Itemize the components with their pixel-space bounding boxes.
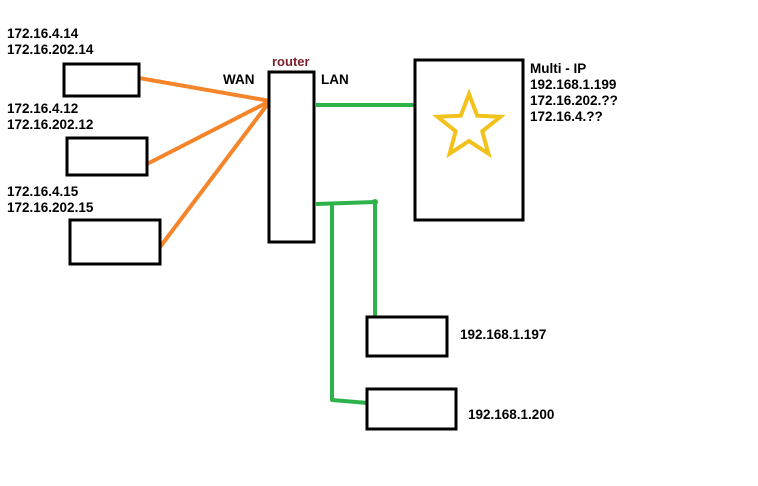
wan-host-box-3 xyxy=(68,218,162,266)
lan-link-bus xyxy=(315,200,377,318)
lan-host-box-197 xyxy=(365,315,449,358)
wan-link-3 xyxy=(158,99,272,249)
wan-host-box-2 xyxy=(65,136,149,177)
lan-link-host-200 xyxy=(330,204,369,405)
lan-host-200-ip: 192.168.1.200 xyxy=(468,407,555,422)
wan-host-box-1 xyxy=(62,62,141,98)
lan-link-junction xyxy=(372,199,378,205)
wan-label: WAN xyxy=(223,72,255,87)
wan-links xyxy=(137,76,272,249)
wan-host-2-label: 172.16.4.12 172.16.202.12 xyxy=(7,101,93,133)
multi-ip-address-2: 172.16.202.?? xyxy=(530,93,618,108)
multi-ip-address-1: 192.168.1.199 xyxy=(530,77,617,92)
wan-link-1 xyxy=(137,76,272,103)
wan-host-1-label: 172.16.4.14 172.16.202.14 xyxy=(7,26,93,58)
lan-links xyxy=(315,103,417,405)
wan-host-3-ip2: 172.16.202.15 xyxy=(7,200,94,215)
star-icon xyxy=(432,88,506,159)
multi-ip-address-3: 172.16.4.?? xyxy=(530,109,603,124)
wan-host-1-ip2: 172.16.202.14 xyxy=(7,42,94,57)
wan-host-3-ip1: 172.16.4.15 xyxy=(7,184,79,199)
wan-link-2 xyxy=(145,99,272,166)
wan-host-2-ip2: 172.16.202.12 xyxy=(7,117,94,132)
wan-host-2-ip1: 172.16.4.12 xyxy=(7,101,79,116)
wan-host-3-label: 172.16.4.15 172.16.202.15 xyxy=(7,184,93,216)
router-label: router xyxy=(272,54,310,69)
lan-label: LAN xyxy=(321,72,349,87)
lan-host-197-ip: 192.168.1.197 xyxy=(460,327,547,342)
multi-ip-label: Multi - IP 192.168.1.199 172.16.202.?? 1… xyxy=(530,61,618,125)
lan-host-box-200 xyxy=(365,387,458,431)
router-box xyxy=(267,70,316,244)
wan-host-1-ip1: 172.16.4.14 xyxy=(7,26,79,41)
multi-ip-title: Multi - IP xyxy=(530,61,587,76)
